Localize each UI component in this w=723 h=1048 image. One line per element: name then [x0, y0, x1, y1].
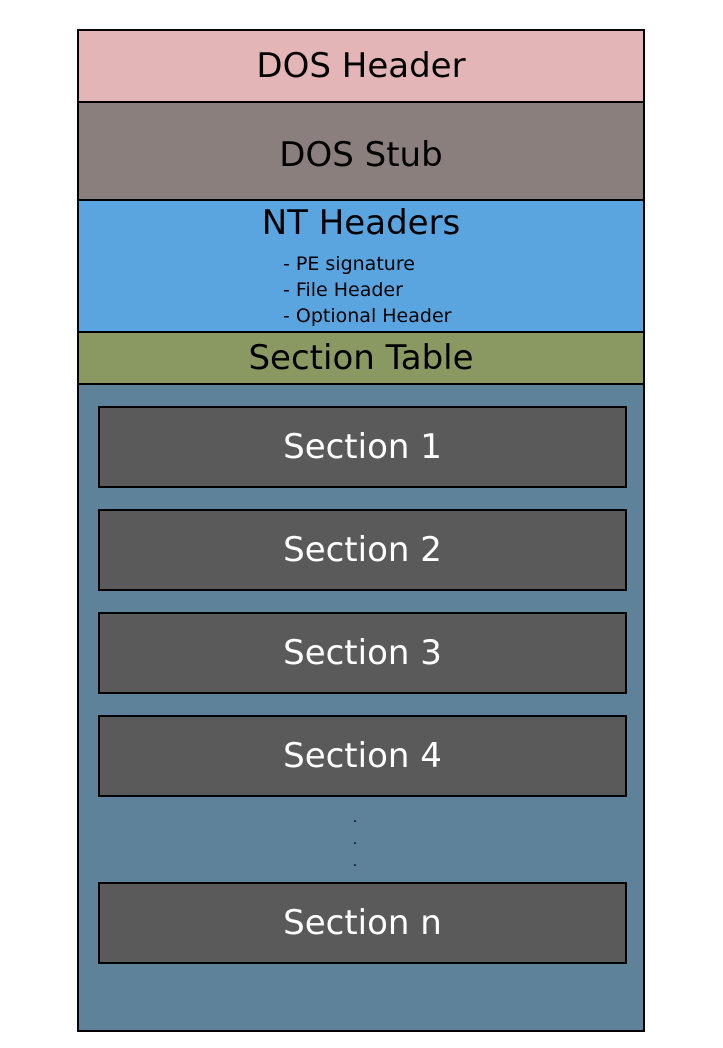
- nt-headers-title: NT Headers: [261, 203, 461, 243]
- section-2-label: Section 2: [283, 530, 442, 570]
- section-1-label: Section 1: [283, 427, 442, 467]
- dos-stub-block: DOS Stub: [79, 103, 643, 201]
- dos-stub-label: DOS Stub: [279, 135, 443, 175]
- nt-headers-list: - PE signature - File Header - Optional …: [283, 251, 451, 329]
- dos-header-block: DOS Header: [79, 31, 643, 103]
- ellipsis-dot: ·: [352, 858, 358, 874]
- nt-headers-block: NT Headers - PE signature - File Header …: [79, 201, 643, 333]
- section-4-label: Section 4: [283, 736, 442, 776]
- section-4-block: Section 4: [98, 715, 627, 797]
- sections-ellipsis: · · ·: [351, 811, 359, 877]
- dos-header-label: DOS Header: [256, 46, 466, 86]
- nt-headers-item-file-header: - File Header: [283, 279, 403, 301]
- section-1-block: Section 1: [98, 406, 627, 488]
- section-3-block: Section 3: [98, 612, 627, 694]
- nt-headers-item-optional-header: - Optional Header: [283, 305, 452, 327]
- section-2-block: Section 2: [98, 509, 627, 591]
- section-table-block: Section Table: [79, 333, 643, 385]
- section-3-label: Section 3: [283, 633, 442, 673]
- section-table-label: Section Table: [248, 338, 474, 378]
- ellipsis-dot: ·: [352, 836, 358, 852]
- pe-file-structure-diagram: DOS Header DOS Stub NT Headers - PE sign…: [77, 29, 645, 1032]
- section-n-label: Section n: [283, 903, 442, 943]
- section-n-block: Section n: [98, 882, 627, 964]
- nt-headers-item-pe-signature: - PE signature: [283, 253, 415, 275]
- ellipsis-dot: ·: [352, 814, 358, 830]
